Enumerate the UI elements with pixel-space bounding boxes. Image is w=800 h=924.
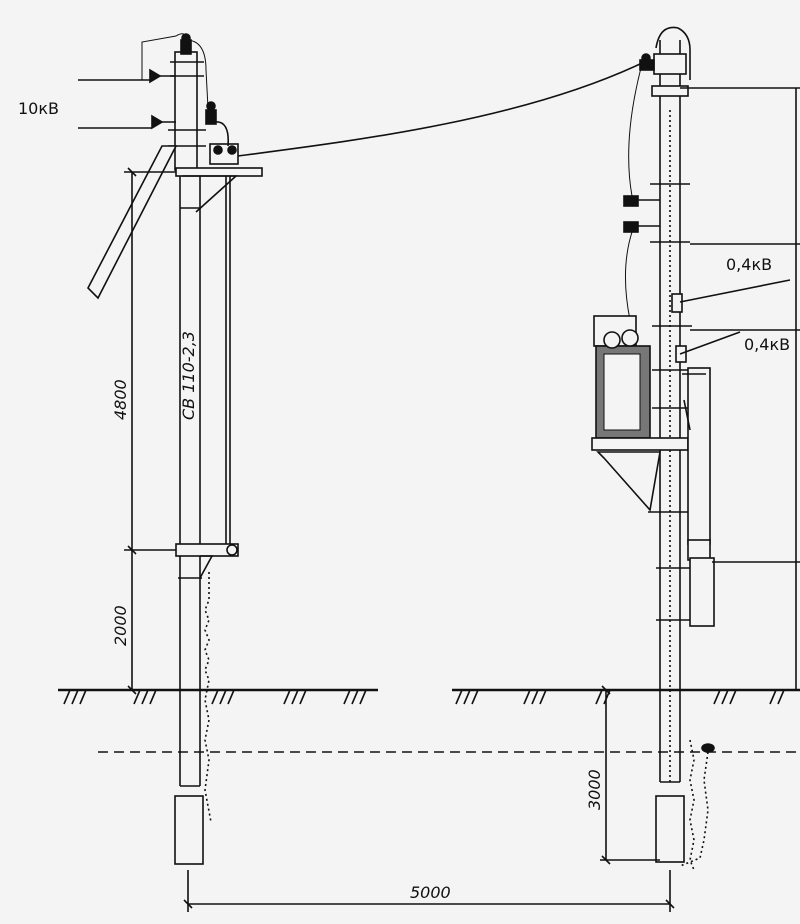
hv-voltage-label: 10кВ <box>18 99 59 118</box>
right-pole <box>591 26 715 871</box>
left-dimension-lines <box>124 167 176 695</box>
ground-right <box>452 688 800 705</box>
depth-dimension-lines <box>600 685 660 865</box>
insulators-left <box>149 33 239 165</box>
pole-mark-label: СВ 110-2,3 <box>179 331 198 420</box>
ground-left <box>58 688 378 705</box>
right-dimension-lines <box>679 87 800 690</box>
dim-4800-label: 4800 <box>111 379 130 420</box>
dim-5000-label: 5000 <box>410 883 451 902</box>
span-dimension-lines <box>183 870 675 912</box>
lv-voltage-label-1: 0,4кВ <box>726 255 772 274</box>
lv-voltage-label-2: 0,4кВ <box>744 335 790 354</box>
dim-3000-label: 3000 <box>585 769 604 810</box>
span-wire <box>237 63 641 157</box>
left-pole <box>87 33 263 865</box>
transformer <box>591 315 689 451</box>
hv-incoming-lines <box>78 79 152 129</box>
underground-cable <box>98 743 800 753</box>
dim-2000-label: 2000 <box>111 605 130 646</box>
